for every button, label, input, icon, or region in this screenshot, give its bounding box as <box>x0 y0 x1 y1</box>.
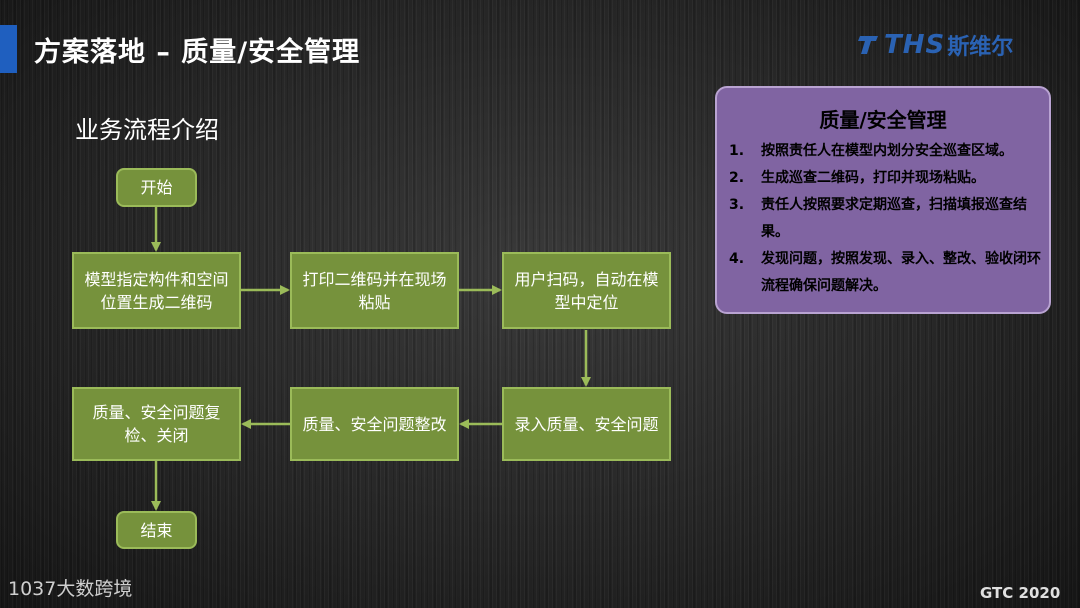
list-item-text: 发现问题，按照发现、录入、整改、验收闭环流程确保问题解决。 <box>761 251 1041 294</box>
page-title: 方案落地 – 质量/安全管理 <box>34 37 361 68</box>
event-label: GTC 2020 <box>980 584 1061 602</box>
panel-list-item: 1. 按照责任人在模型内划分安全巡查区域。 <box>729 138 1047 165</box>
panel-list-item: 3. 责任人按照要求定期巡查，扫描填报巡查结果。 <box>729 192 1047 246</box>
list-item-text: 责任人按照要求定期巡查，扫描填报巡查结果。 <box>761 197 1027 240</box>
flow-step-scan-locate: 用户扫码，自动在模型中定位 <box>502 252 671 329</box>
section-subtitle: 业务流程介绍 <box>75 116 219 144</box>
logo-text: THS <box>884 30 946 60</box>
flow-start-node: 开始 <box>116 168 197 207</box>
flow-step-record-issue: 录入质量、安全问题 <box>502 387 671 461</box>
quality-safety-panel: 质量/安全管理 1. 按照责任人在模型内划分安全巡查区域。 2. 生成巡查二维码… <box>715 86 1051 314</box>
ths-logo: THS 斯维尔 <box>858 30 1013 60</box>
flow-step-generate-qr: 模型指定构件和空间位置生成二维码 <box>72 252 241 329</box>
title-accent-bar <box>0 25 17 73</box>
flow-step-print-qr: 打印二维码并在现场粘贴 <box>290 252 459 329</box>
flow-step-rectify-issue: 质量、安全问题整改 <box>290 387 459 461</box>
panel-list-item: 2. 生成巡查二维码，打印并现场粘贴。 <box>729 165 1047 192</box>
list-item-number: 1. <box>729 143 745 159</box>
logo-cn-text: 斯维尔 <box>947 35 1014 60</box>
list-item-text: 生成巡查二维码，打印并现场粘贴。 <box>761 170 985 186</box>
list-item-number: 3. <box>729 197 745 213</box>
flow-step-recheck-close: 质量、安全问题复检、关闭 <box>72 387 241 461</box>
list-item-number: 4. <box>729 251 745 267</box>
flow-end-node: 结束 <box>116 511 197 549</box>
source-watermark: 1037大数跨境 <box>8 578 133 600</box>
list-item-text: 按照责任人在模型内划分安全巡查区域。 <box>761 143 1013 159</box>
logo-mark-icon <box>858 36 878 54</box>
panel-list-item: 4. 发现问题，按照发现、录入、整改、验收闭环流程确保问题解决。 <box>729 246 1047 300</box>
panel-list: 1. 按照责任人在模型内划分安全巡查区域。 2. 生成巡查二维码，打印并现场粘贴… <box>729 138 1047 300</box>
panel-title: 质量/安全管理 <box>819 108 947 132</box>
list-item-number: 2. <box>729 170 745 186</box>
